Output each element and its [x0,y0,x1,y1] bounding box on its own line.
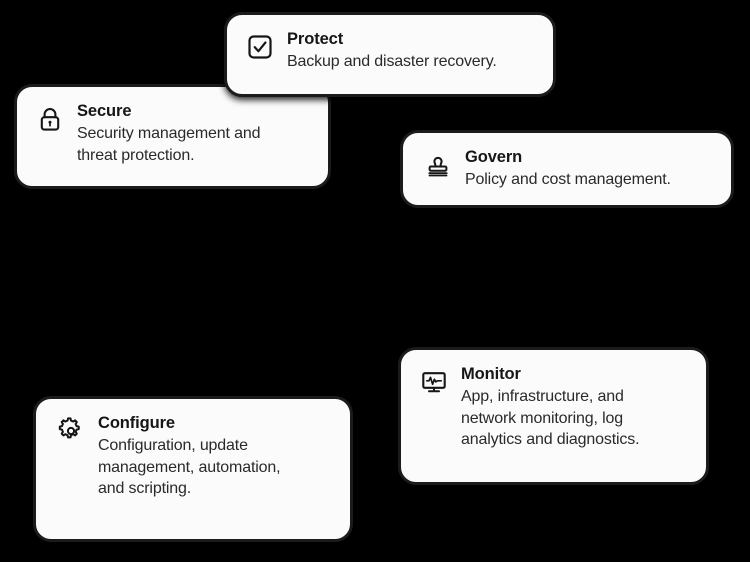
card-description-line: Configuration, update [98,437,248,455]
lock-icon [35,104,65,134]
card-description-line: Security management and [77,125,261,143]
card-protect[interactable]: Protect Backup and disaster recovery. [224,12,556,97]
card-monitor[interactable]: Monitor App, infrastructure, and network… [398,347,709,485]
card-description-line: management, automation, [98,458,281,476]
card-title: Monitor [461,365,521,383]
stamp-icon [423,150,453,180]
card-body: Monitor App, infrastructure, and network… [461,364,690,451]
card-govern[interactable]: Govern Policy and cost management. [400,130,734,208]
card-description-line: threat protection. [77,146,195,164]
card-description-line: and scripting. [98,480,192,498]
card-description-line: network monitoring, log [461,409,623,427]
card-configure[interactable]: Configure Configuration, update manageme… [33,396,353,542]
card-description: Security management and threat protectio… [77,123,312,166]
card-description: App, infrastructure, and network monitor… [461,386,690,450]
card-description: Backup and disaster recovery. [287,51,537,72]
card-body: Secure Security management and threat pr… [77,101,312,166]
card-description-line: Backup and disaster recovery. [287,53,497,71]
card-description-line: analytics and diagnostics. [461,431,640,449]
card-title: Protect [287,30,344,48]
card-title: Govern [465,148,523,166]
gear-icon [56,416,86,446]
card-body: Protect Backup and disaster recovery. [287,29,537,73]
card-description: Configuration, update management, automa… [98,435,334,499]
card-title: Configure [98,414,176,432]
checkbox-checked-icon [245,32,275,62]
card-description: Policy and cost management. [465,169,715,190]
card-body: Govern Policy and cost management. [465,147,715,191]
card-body: Configure Configuration, update manageme… [98,413,334,500]
card-secure[interactable]: Secure Security management and threat pr… [14,84,331,189]
card-title: Secure [77,102,132,120]
monitor-pulse-icon [419,367,449,397]
card-description-line: Policy and cost management. [465,171,671,189]
card-description-line: App, infrastructure, and [461,388,624,406]
